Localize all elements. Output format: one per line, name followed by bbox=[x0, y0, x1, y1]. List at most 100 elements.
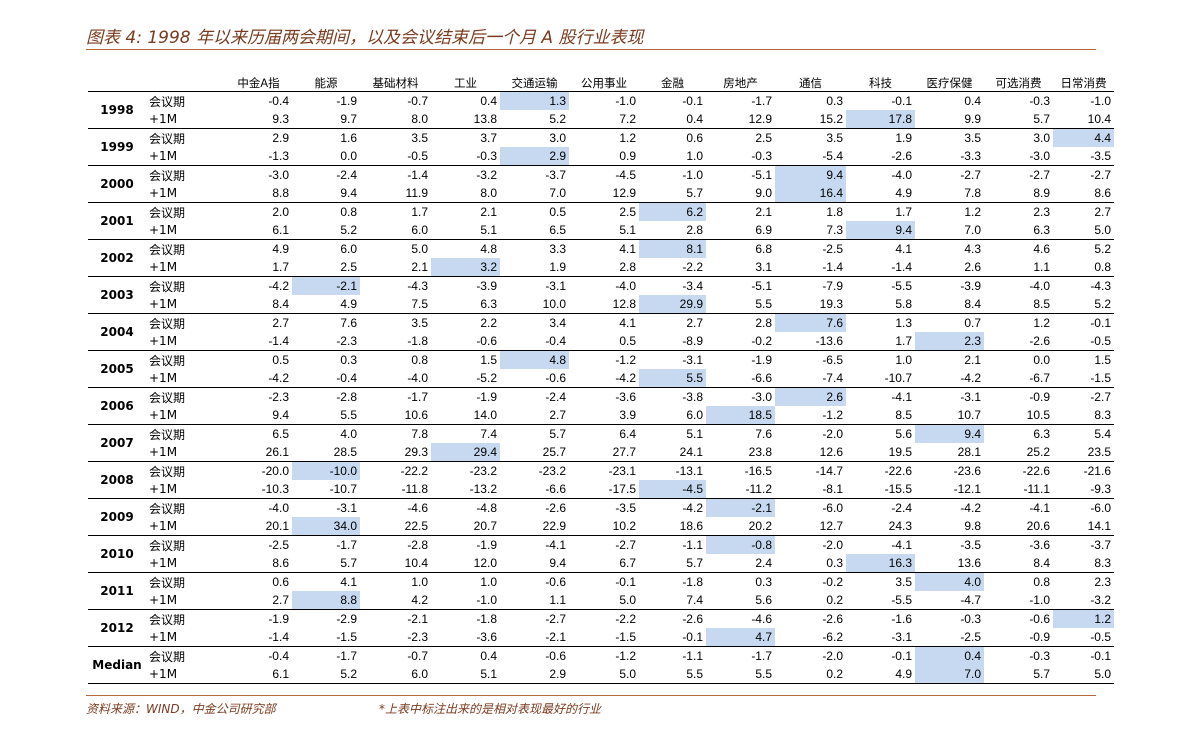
value-cell: -3.7 bbox=[545, 168, 566, 182]
period-label: 会议期 bbox=[149, 94, 186, 109]
value-cell: 10.5 bbox=[984, 406, 1053, 425]
value-cell: 0.4 bbox=[480, 649, 497, 663]
value-cell: 2.8 bbox=[755, 316, 772, 330]
top-rule bbox=[86, 49, 1096, 50]
value-cell: -7.4 bbox=[775, 369, 846, 388]
value-cell: 3.9 bbox=[569, 406, 639, 425]
value-cell: -23.1 bbox=[608, 464, 636, 478]
value-cell: -3.6 bbox=[1029, 538, 1050, 552]
highlighted-value-cell: 18.5 bbox=[706, 406, 775, 425]
value-cell: -17.5 bbox=[569, 480, 639, 499]
highlighted-value-cell: 2.3 bbox=[915, 332, 984, 351]
highlighted-value-cell: 7.6 bbox=[775, 313, 846, 332]
value-cell: -1.8 bbox=[682, 575, 703, 589]
value-cell: 12.9 bbox=[569, 184, 639, 203]
value-cell: -2.7 bbox=[1090, 390, 1111, 404]
value-cell: 4.1 bbox=[340, 575, 357, 589]
value-cell: -5.1 bbox=[751, 279, 772, 293]
value-cell: -1.0 bbox=[615, 94, 636, 108]
value-cell: -2.7 bbox=[960, 168, 981, 182]
highlighted-value-cell: 17.8 bbox=[846, 110, 915, 129]
period-label: +1M bbox=[146, 628, 225, 647]
value-cell: 7.4 bbox=[639, 591, 706, 610]
value-cell: -0.7 bbox=[407, 94, 428, 108]
value-cell: 0.2 bbox=[775, 591, 846, 610]
value-cell: 2.6 bbox=[915, 258, 984, 277]
value-cell: -3.3 bbox=[915, 147, 984, 166]
value-cell: 6.0 bbox=[639, 406, 706, 425]
value-cell: -4.0 bbox=[268, 501, 289, 515]
value-cell: 5.5 bbox=[292, 406, 360, 425]
value-cell: -2.3 bbox=[292, 332, 360, 351]
value-cell: -0.5 bbox=[360, 147, 431, 166]
year-cell: 2011 bbox=[88, 572, 146, 610]
period-label: +1M bbox=[146, 295, 225, 314]
period-label: 会议期 bbox=[149, 242, 186, 257]
value-cell: -6.7 bbox=[984, 369, 1053, 388]
period-label: +1M bbox=[146, 591, 225, 610]
value-cell: 0.2 bbox=[775, 665, 846, 684]
value-cell: -6.2 bbox=[775, 628, 846, 647]
value-cell: 5.1 bbox=[431, 665, 500, 684]
value-cell: 8.0 bbox=[360, 110, 431, 129]
value-cell: -1.7 bbox=[751, 649, 772, 663]
value-cell: 7.0 bbox=[915, 221, 984, 240]
value-cell: -3.1 bbox=[336, 501, 357, 515]
value-cell: -11.8 bbox=[360, 480, 431, 499]
value-cell: 2.7 bbox=[686, 316, 703, 330]
value-cell: 6.0 bbox=[360, 221, 431, 240]
value-cell: 4.2 bbox=[360, 591, 431, 610]
value-cell: 3.1 bbox=[706, 258, 775, 277]
value-cell: -0.4 bbox=[292, 369, 360, 388]
highlighted-value-cell: 2.6 bbox=[775, 387, 846, 406]
period-label: 会议期 bbox=[149, 279, 186, 294]
highlighted-value-cell: 6.2 bbox=[639, 202, 706, 221]
value-cell: -2.9 bbox=[336, 612, 357, 626]
value-cell: 0.0 bbox=[1033, 353, 1050, 367]
value-cell: 0.8 bbox=[1053, 258, 1114, 277]
value-cell: -4.8 bbox=[476, 501, 497, 515]
value-cell: -1.3 bbox=[225, 147, 292, 166]
value-cell: 8.0 bbox=[431, 184, 500, 203]
value-cell: 5.0 bbox=[1053, 665, 1114, 684]
value-cell: -2.4 bbox=[891, 501, 912, 515]
period-label: 会议期 bbox=[149, 131, 186, 146]
value-cell: 20.6 bbox=[984, 517, 1053, 536]
value-cell: 0.4 bbox=[639, 110, 706, 129]
column-header: 医疗保健 bbox=[915, 74, 984, 92]
period-label: 会议期 bbox=[149, 390, 186, 405]
period-label: +1M bbox=[146, 369, 225, 388]
value-cell: 3.5 bbox=[411, 316, 428, 330]
value-cell: -3.1 bbox=[682, 353, 703, 367]
highlighted-value-cell: -2.1 bbox=[706, 498, 775, 517]
period-label: 会议期 bbox=[149, 649, 186, 664]
value-cell: -2.4 bbox=[336, 168, 357, 182]
value-cell: -1.0 bbox=[984, 591, 1053, 610]
value-cell: 0.8 bbox=[1033, 575, 1050, 589]
value-cell: -0.5 bbox=[1053, 332, 1114, 351]
value-cell: 2.5 bbox=[292, 258, 360, 277]
value-cell: -0.6 bbox=[500, 369, 569, 388]
value-cell: -4.1 bbox=[1029, 501, 1050, 515]
value-cell: 0.7 bbox=[964, 316, 981, 330]
value-cell: -2.2 bbox=[639, 258, 706, 277]
value-cell: 5.7 bbox=[984, 665, 1053, 684]
value-cell: -1.7 bbox=[336, 538, 357, 552]
highlighted-value-cell: 1.3 bbox=[500, 91, 569, 110]
period-label: 会议期 bbox=[149, 575, 186, 590]
value-cell: 8.6 bbox=[225, 554, 292, 573]
value-cell: -1.8 bbox=[360, 332, 431, 351]
value-cell: 12.6 bbox=[775, 443, 846, 462]
value-cell: -0.9 bbox=[1029, 390, 1050, 404]
value-cell: 1.9 bbox=[500, 258, 569, 277]
industry-performance-table: 中金A指能源基础材料工业交通运输公用事业金融房地产通信科技医疗保健可选消费日常消… bbox=[88, 74, 1114, 684]
value-cell: 26.1 bbox=[225, 443, 292, 462]
value-cell: 4.9 bbox=[846, 665, 915, 684]
value-cell: -7.9 bbox=[822, 279, 843, 293]
value-cell: -1.1 bbox=[682, 538, 703, 552]
